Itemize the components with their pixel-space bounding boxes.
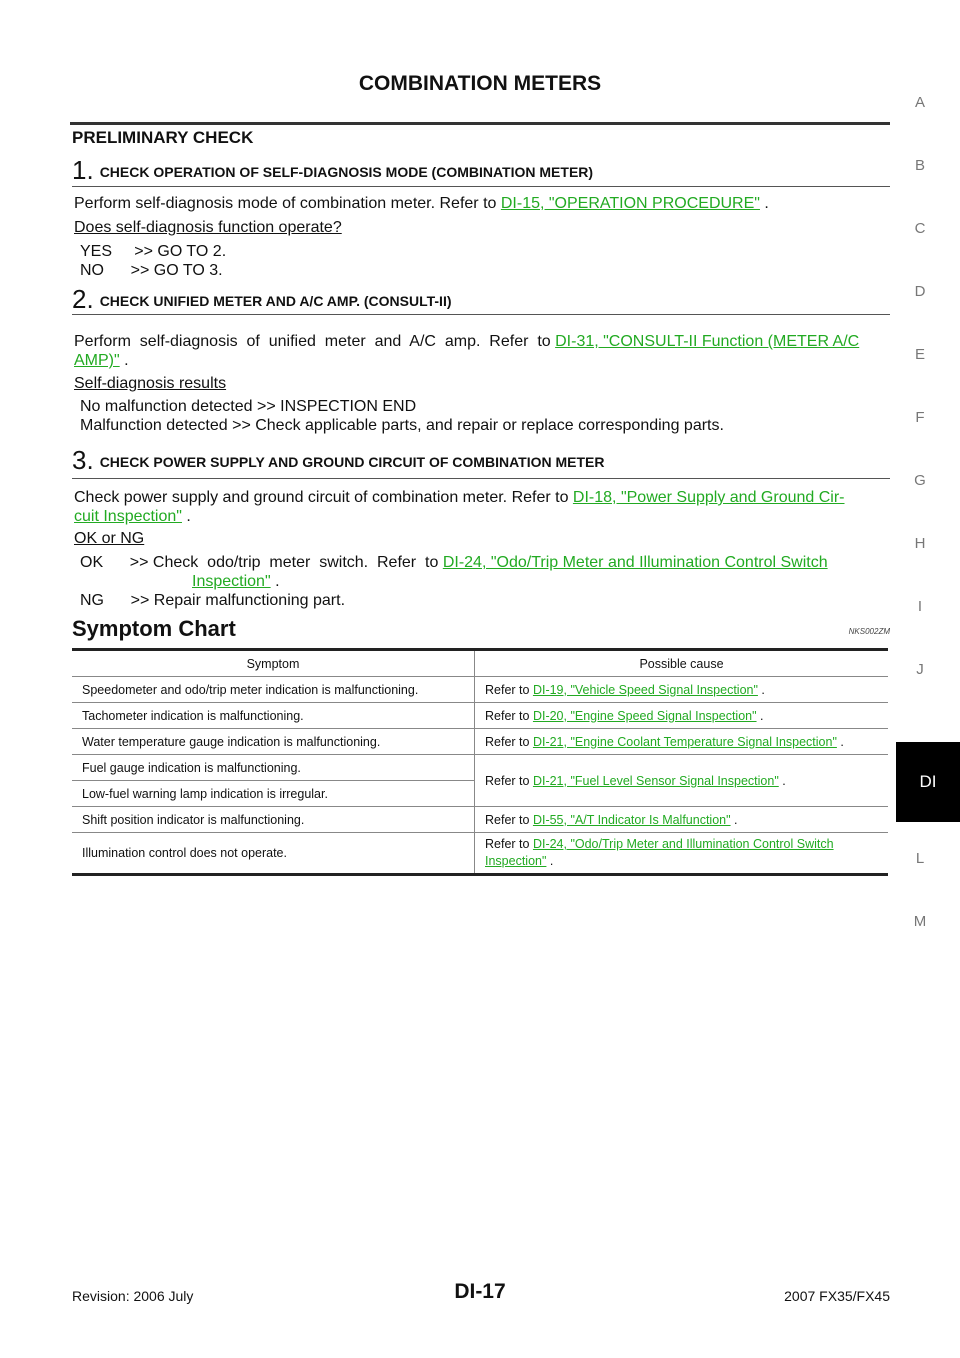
table-row: Tachometer indication is malfunctioning.… xyxy=(72,702,888,729)
table-row: Illumination control does not operate. R… xyxy=(72,832,888,875)
step-1-yes: YES >> GO TO 2. xyxy=(80,243,227,260)
symptom-table: Symptom Possible cause Speedometer and o… xyxy=(72,648,888,876)
symptom-cell: Shift position indicator is malfunctioni… xyxy=(72,806,475,833)
symptom-chart-title: Symptom Chart xyxy=(72,616,236,641)
step-rule xyxy=(72,186,890,187)
side-index-g[interactable]: G xyxy=(914,472,926,489)
cause-cell: Refer to DI-21, "Engine Coolant Temperat… xyxy=(485,734,844,749)
step-rule xyxy=(72,478,890,479)
step-3-heading: 3. CHECK POWER SUPPLY AND GROUND CIRCUIT … xyxy=(72,445,604,476)
side-index-i[interactable]: I xyxy=(917,598,923,615)
table-header-row: Symptom Possible cause xyxy=(72,649,888,677)
symptom-cell: Speedometer and odo/trip meter indicatio… xyxy=(72,676,475,703)
step-rule xyxy=(72,314,890,315)
step-2-text-cont: AMP)" . xyxy=(74,352,129,369)
table-row: Low-fuel warning lamp indication is irre… xyxy=(72,780,888,807)
ref-link[interactable]: DI-21, "Engine Coolant Temperature Signa… xyxy=(532,734,837,749)
step-3-ok-cont: Inspection" . xyxy=(192,573,280,590)
side-index-a[interactable]: A xyxy=(914,94,925,111)
step-2-question: Self-diagnosis results xyxy=(74,375,227,392)
step-number: 1. xyxy=(72,155,94,185)
ref-link[interactable]: DI-18, "Power Supply and Ground Cir- xyxy=(572,489,845,506)
side-index-j[interactable]: J xyxy=(916,661,924,678)
side-index-f[interactable]: F xyxy=(915,409,925,426)
step-1-no: NO >> GO TO 3. xyxy=(80,262,223,279)
step-3-question: OK or NG xyxy=(74,530,145,547)
symptom-cell: Water temperature gauge indication is ma… xyxy=(72,728,475,755)
ref-link[interactable]: cuit Inspection" xyxy=(74,508,182,525)
symptom-cell: Fuel gauge indication is malfunctioning. xyxy=(72,754,475,781)
table-row: Speedometer and odo/trip meter indicatio… xyxy=(72,676,888,703)
footer-model: 2007 FX35/FX45 xyxy=(784,1288,890,1304)
step-1-heading: 1. CHECK OPERATION OF SELF-DIAGNOSIS MODE… xyxy=(72,155,593,186)
table-row: Shift position indicator is malfunctioni… xyxy=(72,806,888,833)
ref-link[interactable]: DI-55, "A/T Indicator Is Malfunction" xyxy=(532,812,731,827)
ref-link[interactable]: AMP)" xyxy=(74,352,120,369)
table-row: Water temperature gauge indication is ma… xyxy=(72,728,888,755)
step-2-result-1: No malfunction detected >> INSPECTION EN… xyxy=(80,398,417,415)
ref-link[interactable]: DI-31, "CONSULT-II Function (METER A/C xyxy=(555,333,860,350)
step-title: CHECK POWER SUPPLY AND GROUND CIRCUIT OF… xyxy=(99,454,605,470)
step-3-text-cont: cuit Inspection" . xyxy=(74,508,191,525)
side-index-di-active[interactable]: DI xyxy=(896,742,960,822)
step-number: 3. xyxy=(72,445,94,475)
table-row: Fuel gauge indication is malfunctioning.… xyxy=(72,754,888,788)
ref-link[interactable]: Inspection" xyxy=(485,854,547,868)
side-index-e[interactable]: E xyxy=(914,346,925,363)
ref-link[interactable]: Inspection" xyxy=(192,573,271,590)
symptom-cell: Illumination control does not operate. xyxy=(72,832,475,875)
step-3-ok: OK >> Check odo/trip meter switch. Refer… xyxy=(80,554,828,571)
step-1-text: Perform self-diagnosis mode of combinati… xyxy=(74,195,769,212)
step-2-result-2: Malfunction detected >> Check applicable… xyxy=(80,417,724,434)
cause-cell: Refer to DI-21, "Fuel Level Sensor Signa… xyxy=(485,773,786,788)
side-index-h[interactable]: H xyxy=(914,535,926,552)
section-heading: PRELIMINARY CHECK xyxy=(72,128,254,147)
cause-cell: Refer to DI-20, "Engine Speed Signal Ins… xyxy=(485,708,764,723)
page-title: COMBINATION METERS xyxy=(358,72,602,95)
ref-link[interactable]: DI-15, "OPERATION PROCEDURE" xyxy=(500,195,760,212)
ref-link[interactable]: DI-20, "Engine Speed Signal Inspection" xyxy=(532,708,757,723)
header-rule xyxy=(70,122,890,125)
ref-link[interactable]: DI-21, "Fuel Level Sensor Signal Inspect… xyxy=(532,773,779,788)
symptom-cell: Tachometer indication is malfunctioning. xyxy=(72,702,475,729)
footer-revision: Revision: 2006 July xyxy=(72,1288,194,1304)
ref-link[interactable]: DI-24, "Odo/Trip Meter and Illumination … xyxy=(442,554,828,571)
step-3-ng: NG >> Repair malfunctioning part. xyxy=(80,592,346,609)
side-index-c[interactable]: C xyxy=(914,220,926,237)
step-title: CHECK UNIFIED METER AND A/C AMP. (CONSUL… xyxy=(99,293,452,309)
step-2-heading: 2. CHECK UNIFIED METER AND A/C AMP. (CONS… xyxy=(72,284,452,315)
side-index-b[interactable]: B xyxy=(914,157,925,174)
footer-page-number: DI-17 xyxy=(454,1280,506,1303)
column-header-symptom: Symptom xyxy=(72,649,475,677)
column-header-cause: Possible cause xyxy=(639,656,724,671)
step-number: 2. xyxy=(72,284,94,314)
cause-cell: Refer to DI-55, "A/T Indicator Is Malfun… xyxy=(485,812,738,827)
side-index-m[interactable]: M xyxy=(913,913,927,930)
symptom-chart-id: NKS002ZM xyxy=(848,627,890,636)
side-index-d[interactable]: D xyxy=(914,283,926,300)
step-1-question: Does self-diagnosis function operate? xyxy=(74,219,342,236)
cause-cell: Refer to DI-24, "Odo/Trip Meter and Illu… xyxy=(485,837,834,868)
step-title: CHECK OPERATION OF SELF-DIAGNOSIS MODE (… xyxy=(99,164,594,180)
ref-link[interactable]: DI-24, "Odo/Trip Meter and Illumination … xyxy=(532,837,834,851)
step-2-text: Perform self-diagnosis of unified meter … xyxy=(74,333,860,350)
cause-cell: Refer to DI-19, "Vehicle Speed Signal In… xyxy=(485,682,765,697)
side-index-l[interactable]: L xyxy=(915,850,925,867)
ref-link[interactable]: DI-19, "Vehicle Speed Signal Inspection" xyxy=(532,682,758,697)
symptom-cell: Low-fuel warning lamp indication is irre… xyxy=(72,780,475,807)
step-3-text: Check power supply and ground circuit of… xyxy=(74,489,845,506)
